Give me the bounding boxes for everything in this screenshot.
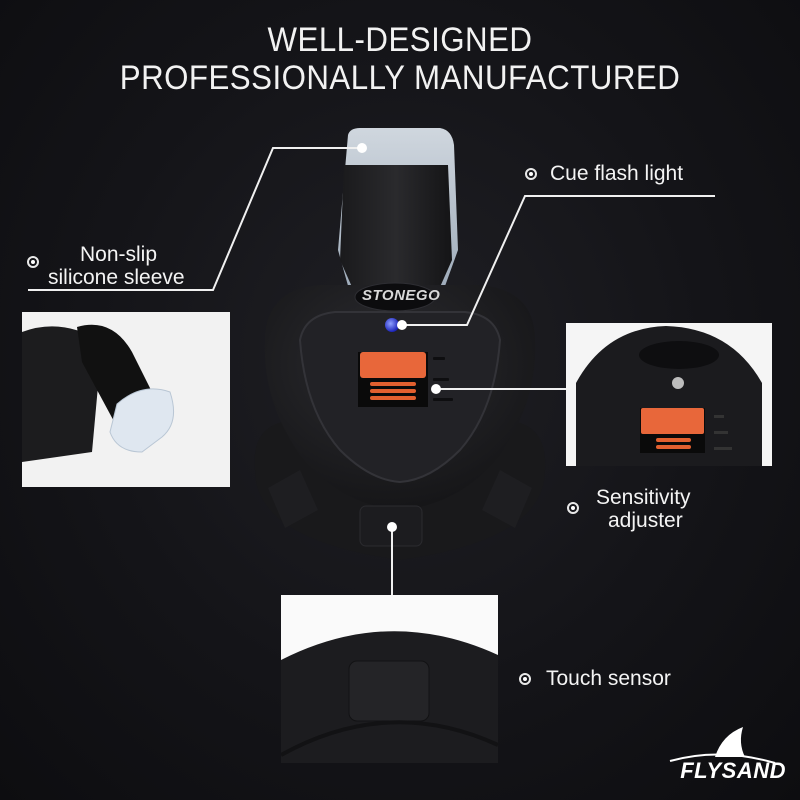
inset-silicone-sleeve-photo	[22, 312, 230, 487]
shark-fin-icon	[669, 727, 776, 764]
inset-sensitivity-adjuster-photo	[566, 323, 772, 466]
bullet-ring-icon	[567, 502, 579, 514]
bullet-ring-icon	[519, 673, 531, 685]
callout-sensitivity-line1: Sensitivity	[596, 486, 691, 509]
callout-cue-label: Cue flash light	[550, 162, 684, 185]
callout-silicone-line1: Non-slip	[80, 243, 158, 266]
headline-line-1: WELL-DESIGNED	[267, 21, 533, 59]
bullet-ring-icon	[27, 256, 39, 268]
inset-touch-sensor-photo	[281, 595, 498, 763]
headline-line-2: PROFESSIONALLY MANUFACTURED	[119, 59, 681, 97]
brand-watermark: FLYSAND	[680, 758, 786, 783]
product-logo: STONEGO	[362, 287, 441, 304]
callout-silicone-line2: silicone sleeve	[48, 266, 185, 289]
callout-touch-label: Touch sensor	[546, 667, 671, 690]
callout-sensitivity-line2: adjuster	[608, 509, 683, 532]
bullet-ring-icon	[525, 168, 537, 180]
